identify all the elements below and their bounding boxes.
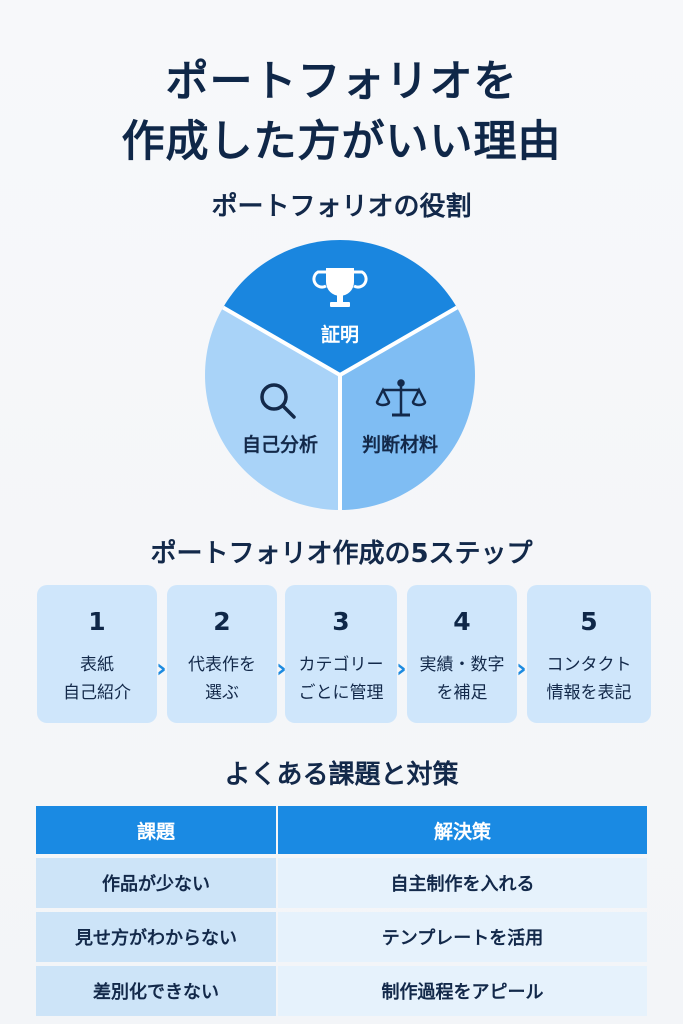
step-card-5: 5 コンタクト 情報を表記 — [527, 585, 651, 723]
step-number: 3 — [332, 607, 350, 636]
solution-cell: 自主制作を入れる — [278, 858, 647, 908]
step-text-line: カテゴリー — [298, 655, 384, 675]
step-card-4: 4 実績・数字 を補足 — [407, 585, 517, 723]
pie-label-judgment: 判断材料 — [361, 434, 438, 456]
issues-heading: よくある課題と対策 — [224, 760, 459, 790]
table-row: 作品が少ない 自主制作を入れる — [36, 858, 647, 908]
step-card-1: 1 表紙 自己紹介 — [37, 585, 157, 723]
step-text: カテゴリー ごとに管理 — [299, 651, 384, 707]
roles-pie-svg — [205, 240, 475, 510]
step-text-line: コンタクト — [546, 655, 632, 675]
step-text-line: ごとに管理 — [298, 683, 384, 703]
table-row: 見せ方がわからない テンプレートを活用 — [36, 912, 647, 962]
title-line-2: 作成した方がいい理由 — [121, 117, 562, 167]
magnifier-icon — [260, 383, 296, 419]
page-title: ポートフォリオを 作成した方がいい理由 — [0, 52, 683, 172]
header-solution: 解決策 — [278, 806, 647, 854]
roles-heading: ポートフォリオの役割 — [211, 192, 472, 222]
pie-segment-judgment — [340, 307, 475, 510]
step-text-line: 代表作を — [188, 655, 256, 675]
chevron-right-icon: › — [516, 654, 527, 684]
step-text-line: を補足 — [436, 683, 488, 703]
problem-cell: 見せ方がわからない — [36, 912, 276, 962]
step-text: 代表作を 選ぶ — [188, 651, 256, 707]
header-problem: 課題 — [36, 806, 276, 854]
pie-segment-proof — [223, 240, 457, 375]
step-text-line: 選ぶ — [205, 683, 239, 703]
table-row: 差別化できない 制作過程をアピール — [36, 966, 647, 1016]
roles-pie-chart: 証明 自己分析 判断材料 — [205, 240, 475, 510]
pie-label-self-analysis: 自己分析 — [241, 434, 318, 456]
step-text-line: 表紙 — [80, 655, 114, 675]
issues-table: 課題 解決策 作品が少ない 自主制作を入れる 見せ方がわからない テンプレートを… — [36, 806, 647, 1016]
problem-cell: 差別化できない — [36, 966, 276, 1016]
step-number: 4 — [453, 607, 471, 636]
steps-heading: ポートフォリオ作成の5ステップ — [150, 539, 533, 569]
chevron-right-icon: › — [156, 654, 167, 684]
step-text-line: 情報を表記 — [546, 683, 632, 703]
pie-label-proof: 証明 — [320, 324, 359, 346]
table-header: 課題 解決策 — [36, 806, 647, 854]
scales-icon — [375, 379, 427, 417]
step-text-line: 自己紹介 — [63, 683, 131, 703]
step-text-line: 実績・数字 — [419, 655, 505, 675]
step-number: 2 — [213, 607, 231, 636]
title-line-1: ポートフォリオを — [165, 57, 518, 107]
step-card-2: 2 代表作を 選ぶ — [167, 585, 277, 723]
step-number: 5 — [580, 607, 598, 636]
chevron-right-icon: › — [396, 654, 407, 684]
step-number: 1 — [88, 607, 106, 636]
step-text: コンタクト 情報を表記 — [547, 651, 632, 707]
step-text: 実績・数字 を補足 — [420, 651, 505, 707]
step-card-3: 3 カテゴリー ごとに管理 — [285, 585, 397, 723]
step-text: 表紙 自己紹介 — [63, 651, 131, 707]
solution-cell: テンプレートを活用 — [278, 912, 647, 962]
steps-flow: 1 表紙 自己紹介 2 代表作を 選ぶ 3 カテゴリー ごとに管理 4 実績・数… — [37, 585, 651, 723]
chevron-right-icon: › — [276, 654, 287, 684]
problem-cell: 作品が少ない — [36, 858, 276, 908]
trophy-icon — [312, 268, 368, 307]
solution-cell: 制作過程をアピール — [278, 966, 647, 1016]
